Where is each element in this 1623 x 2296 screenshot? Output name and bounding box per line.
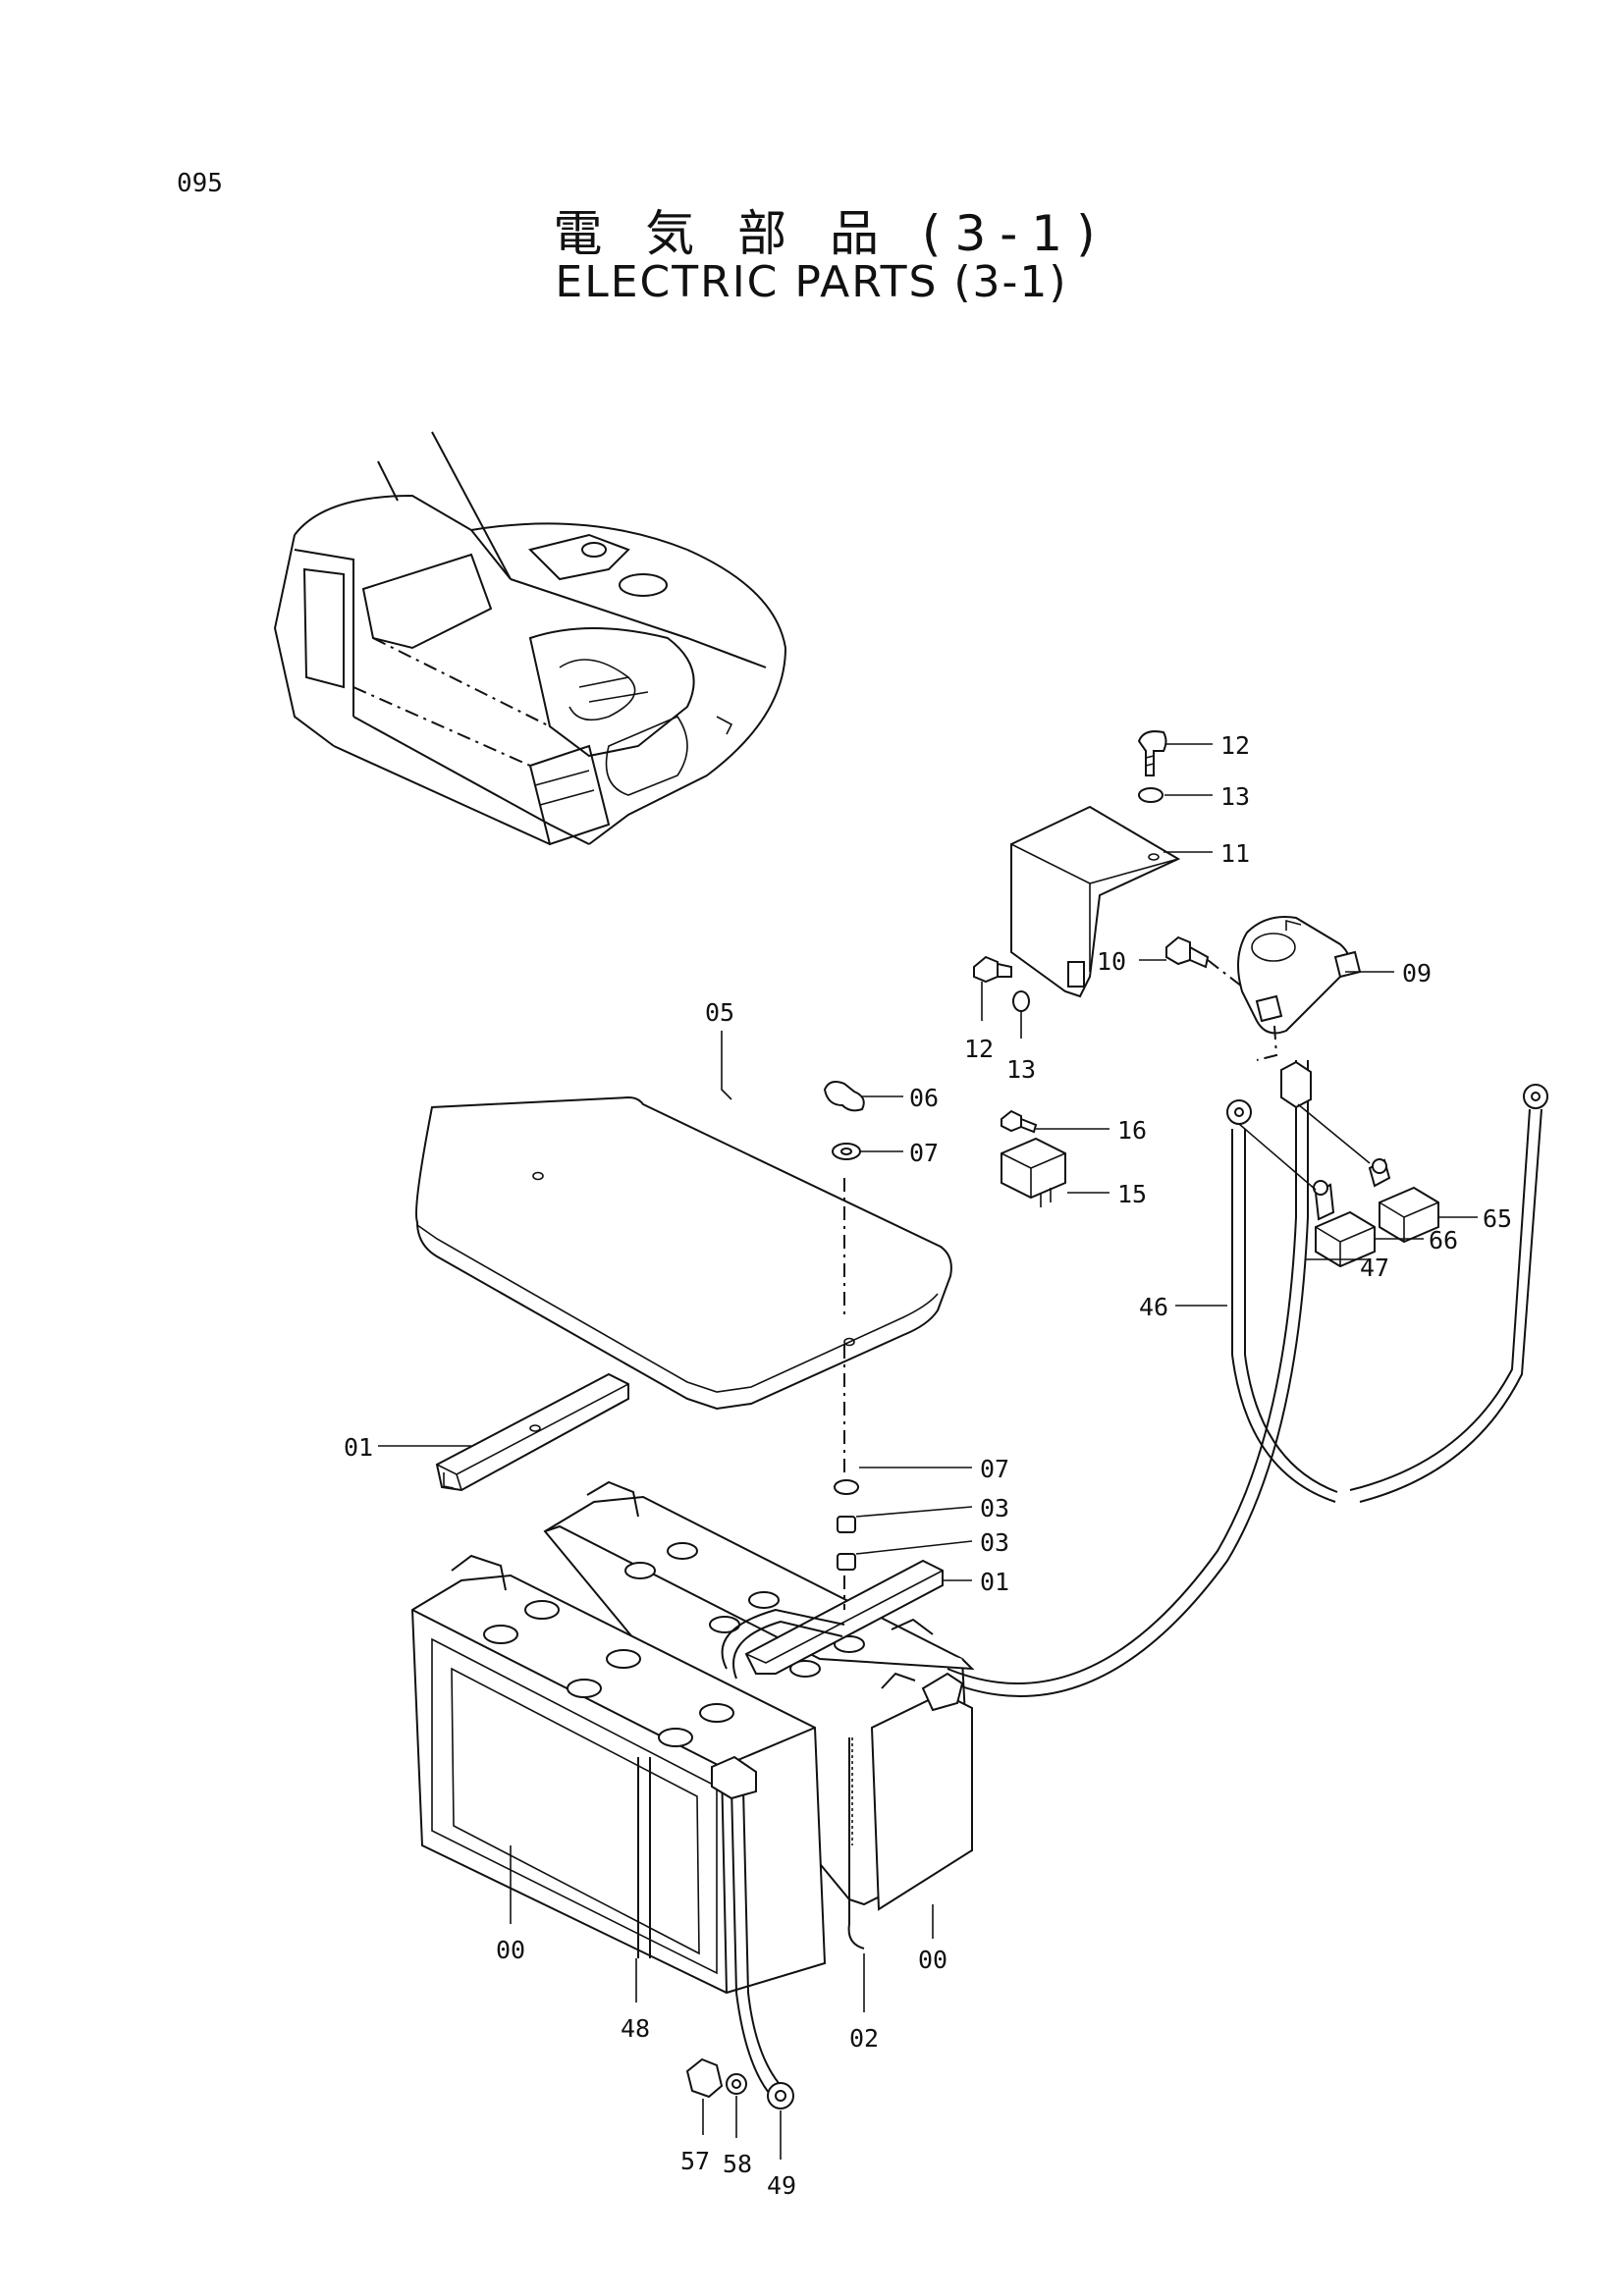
label-12-left: 12 [964,1035,994,1063]
wing-nut-and-washer [823,1081,865,1160]
bolt-12-left [973,955,1030,1012]
label-03-a: 03 [980,1494,1009,1522]
nut-and-washer [685,2057,747,2099]
label-15: 15 [1117,1180,1147,1208]
label-09: 09 [1402,959,1432,988]
title-english: ELECTRIC PARTS (3-1) [555,257,1068,307]
bolt-10 [1165,935,1210,969]
label-12-top: 12 [1220,731,1250,760]
label-03-b: 03 [980,1528,1009,1557]
holding-bar-right [744,1559,944,1949]
battery-cover [415,1095,952,1411]
relay-bracket [1010,805,1181,998]
page-number: 095 [177,169,223,198]
label-11: 11 [1220,839,1250,868]
label-66: 66 [1429,1226,1458,1255]
label-02: 02 [849,2024,879,2053]
cables [637,1060,1542,2102]
label-65: 65 [1483,1204,1512,1233]
excavator-overview [273,431,787,846]
leader-lines [378,743,1478,2160]
screw-16 [1001,1109,1038,1134]
label-48: 48 [621,2014,650,2043]
label-00-left: 00 [496,1936,525,1964]
label-57: 57 [680,2147,710,2175]
label-00-right: 00 [918,1946,947,1974]
terminal-ends [711,1084,1548,2109]
label-49: 49 [767,2171,796,2200]
label-01-left: 01 [344,1433,373,1462]
label-47: 47 [1360,1254,1389,1282]
label-46: 46 [1139,1293,1168,1321]
label-10: 10 [1097,947,1126,976]
connectors-65-66-47 [1238,1060,1439,1268]
label-06: 06 [909,1084,939,1112]
label-13-left: 13 [1006,1055,1036,1084]
label-07-bottom: 07 [980,1455,1009,1483]
title-japanese: 電 気 部 品 (3-1) [553,205,1109,262]
label-58: 58 [723,2150,752,2178]
relay-15 [1001,1137,1066,1207]
part-labels: 12 13 11 10 09 12 13 05 06 07 16 15 65 6… [344,731,1512,2200]
label-01-right: 01 [980,1568,1009,1596]
stack-hardware [834,1178,859,1610]
label-07-top: 07 [909,1139,939,1167]
relay-09 [1207,916,1362,1061]
bolt-12-top [1137,730,1167,803]
label-16: 16 [1117,1116,1147,1145]
label-13-top: 13 [1220,782,1250,811]
holding-bar-left [435,1372,629,1492]
label-05: 05 [705,998,734,1027]
battery-front [410,1554,827,1995]
